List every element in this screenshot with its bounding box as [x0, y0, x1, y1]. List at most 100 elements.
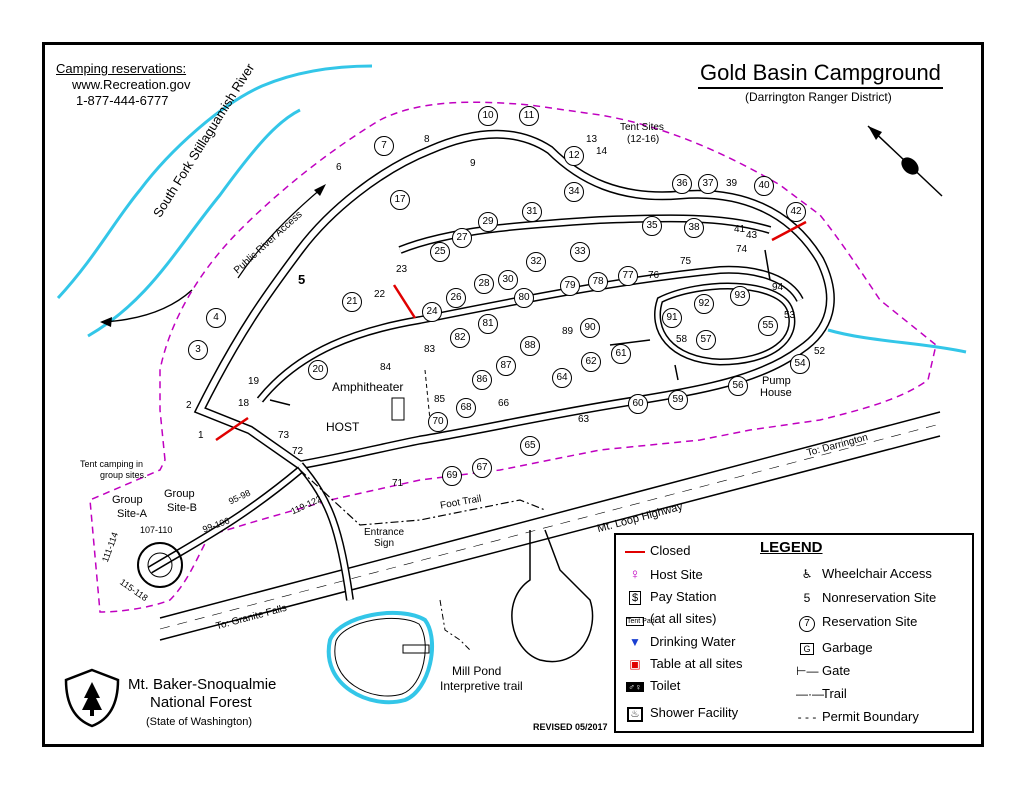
- group-a-label-2: Site-A: [117, 508, 147, 520]
- site-marker-58: 58: [676, 334, 688, 345]
- pay-station-icon: $: [624, 590, 646, 605]
- site-marker-80: 80: [514, 288, 534, 308]
- site-marker-10: 10: [478, 106, 498, 126]
- site-marker-21: 21: [342, 292, 362, 312]
- forest-service-shield-icon: [64, 668, 120, 728]
- legend-permit: - - -Permit Boundary: [796, 709, 919, 724]
- site-marker-88: 88: [520, 336, 540, 356]
- amphitheater-stage: [391, 397, 405, 421]
- reservation-website[interactable]: www.Recreation.gov: [72, 77, 191, 92]
- legend-gate-label: Gate: [822, 663, 851, 678]
- legend-tent-pad-label: (at all sites): [650, 611, 717, 626]
- group-a-label-1: Group: [112, 494, 143, 506]
- legend-table-label: Table at all sites: [650, 656, 743, 671]
- drinking-water-icon: ▼: [629, 635, 641, 649]
- picnic-table-icon: ▣: [629, 657, 641, 671]
- site-marker-32: 32: [526, 252, 546, 272]
- site-marker-33: 33: [570, 242, 590, 262]
- site-marker-19: 19: [248, 376, 260, 387]
- site-marker-3: 3: [188, 340, 208, 360]
- site-marker-1: 1: [198, 430, 204, 441]
- closed-line-icon: [624, 544, 646, 558]
- legend-toilet: ♂♀Toilet: [624, 678, 680, 693]
- legend-host: ♀ Host Site: [624, 566, 703, 583]
- outer-loop-road-fill: [195, 131, 834, 469]
- legend-closed: Closed: [624, 543, 690, 558]
- amphitheater-trail: [424, 369, 431, 421]
- river-access-arrow: [237, 187, 323, 279]
- page-subtitle: (Darrington Ranger District): [745, 90, 892, 104]
- mill-pond: [326, 611, 434, 705]
- legend-toilet-label: Toilet: [650, 678, 681, 693]
- site-marker-40: 40: [754, 176, 774, 196]
- amphitheater-label: Amphitheater: [332, 380, 404, 394]
- legend-res: 7 Reservation Site: [796, 614, 917, 632]
- site-marker-84: 84: [380, 362, 392, 373]
- site-marker-62: 62: [581, 352, 601, 372]
- site-marker-7: 7: [374, 136, 394, 156]
- mid-loop-road-fill: [399, 215, 771, 253]
- legend-permit-label: Permit Boundary: [822, 709, 919, 724]
- site-marker-2: 2: [186, 400, 192, 411]
- south-road: [511, 529, 594, 663]
- legend-shower: ♨Shower Facility: [624, 705, 738, 722]
- gate-1: [269, 399, 291, 406]
- site-marker-29: 29: [478, 212, 498, 232]
- river-bank-north: [56, 64, 373, 300]
- gate-3: [674, 364, 679, 381]
- site-marker-75: 75: [680, 256, 692, 267]
- legend-trail-label: Trail: [822, 686, 847, 701]
- entrance-road-fill: [298, 463, 353, 601]
- group-site-turnaround: [137, 542, 183, 588]
- site-marker-23: 23: [396, 264, 408, 275]
- river-flow-arrow: [101, 289, 193, 323]
- site-marker-28: 28: [474, 274, 494, 294]
- north-arrow-tip: [868, 126, 882, 140]
- site-marker-11: 11: [519, 106, 539, 126]
- access-arrow-head: [314, 184, 326, 196]
- site-marker-42: 42: [786, 202, 806, 222]
- legend-host-label: Host Site: [650, 567, 703, 582]
- site-marker-67: 67: [472, 458, 492, 478]
- legend-closed-label: Closed: [650, 543, 691, 558]
- reservation-site-icon: 7: [796, 615, 818, 632]
- permit-boundary: [89, 101, 937, 613]
- legend-title: LEGEND: [760, 539, 823, 556]
- site-marker-87: 87: [496, 356, 516, 376]
- page-title: Gold Basin Campground: [698, 60, 943, 89]
- site-marker-76: 76: [648, 270, 660, 281]
- legend-tent-pad: Tent Pad(at all sites): [624, 611, 716, 626]
- river-bank-east: [827, 328, 967, 354]
- mill-pond-label-1: Mill Pond: [452, 664, 502, 678]
- range-107-110: 107-110: [140, 525, 173, 535]
- legend-res-label: Reservation Site: [822, 614, 918, 629]
- east-loop-road-fill: [655, 284, 794, 365]
- legend-garbage-label: Garbage: [822, 640, 873, 655]
- host-person-icon: ♀: [629, 566, 641, 583]
- legend-water-label: Drinking Water: [650, 634, 736, 649]
- site-marker-69: 69: [442, 466, 462, 486]
- gate-icon: ⊢—: [796, 664, 819, 678]
- north-arrow-ornament: [901, 157, 919, 175]
- site-marker-20: 20: [308, 360, 328, 380]
- site-marker-90: 90: [580, 318, 600, 338]
- site-marker-63: 63: [578, 414, 590, 425]
- site-marker-30: 30: [498, 270, 518, 290]
- host-label: HOST: [326, 420, 360, 434]
- site-marker-35: 35: [642, 216, 662, 236]
- legend: LEGEND Closed ♀Host Site $Pay Station Te…: [614, 533, 974, 733]
- site-marker-91: 91: [662, 308, 682, 328]
- site-marker-77: 77: [618, 266, 638, 286]
- forest-name-line1: Mt. Baker-Snoqualmie: [128, 676, 277, 693]
- legend-table: ▣ Table at all sites: [624, 656, 743, 671]
- site-marker-36: 36: [672, 174, 692, 194]
- site-marker-37: 37: [698, 174, 718, 194]
- site-marker-39: 39: [726, 178, 738, 189]
- closed-marker-43: [771, 220, 807, 242]
- site-marker-86: 86: [472, 370, 492, 390]
- site-marker-43: 43: [746, 230, 758, 241]
- site-marker-89: 89: [562, 326, 574, 337]
